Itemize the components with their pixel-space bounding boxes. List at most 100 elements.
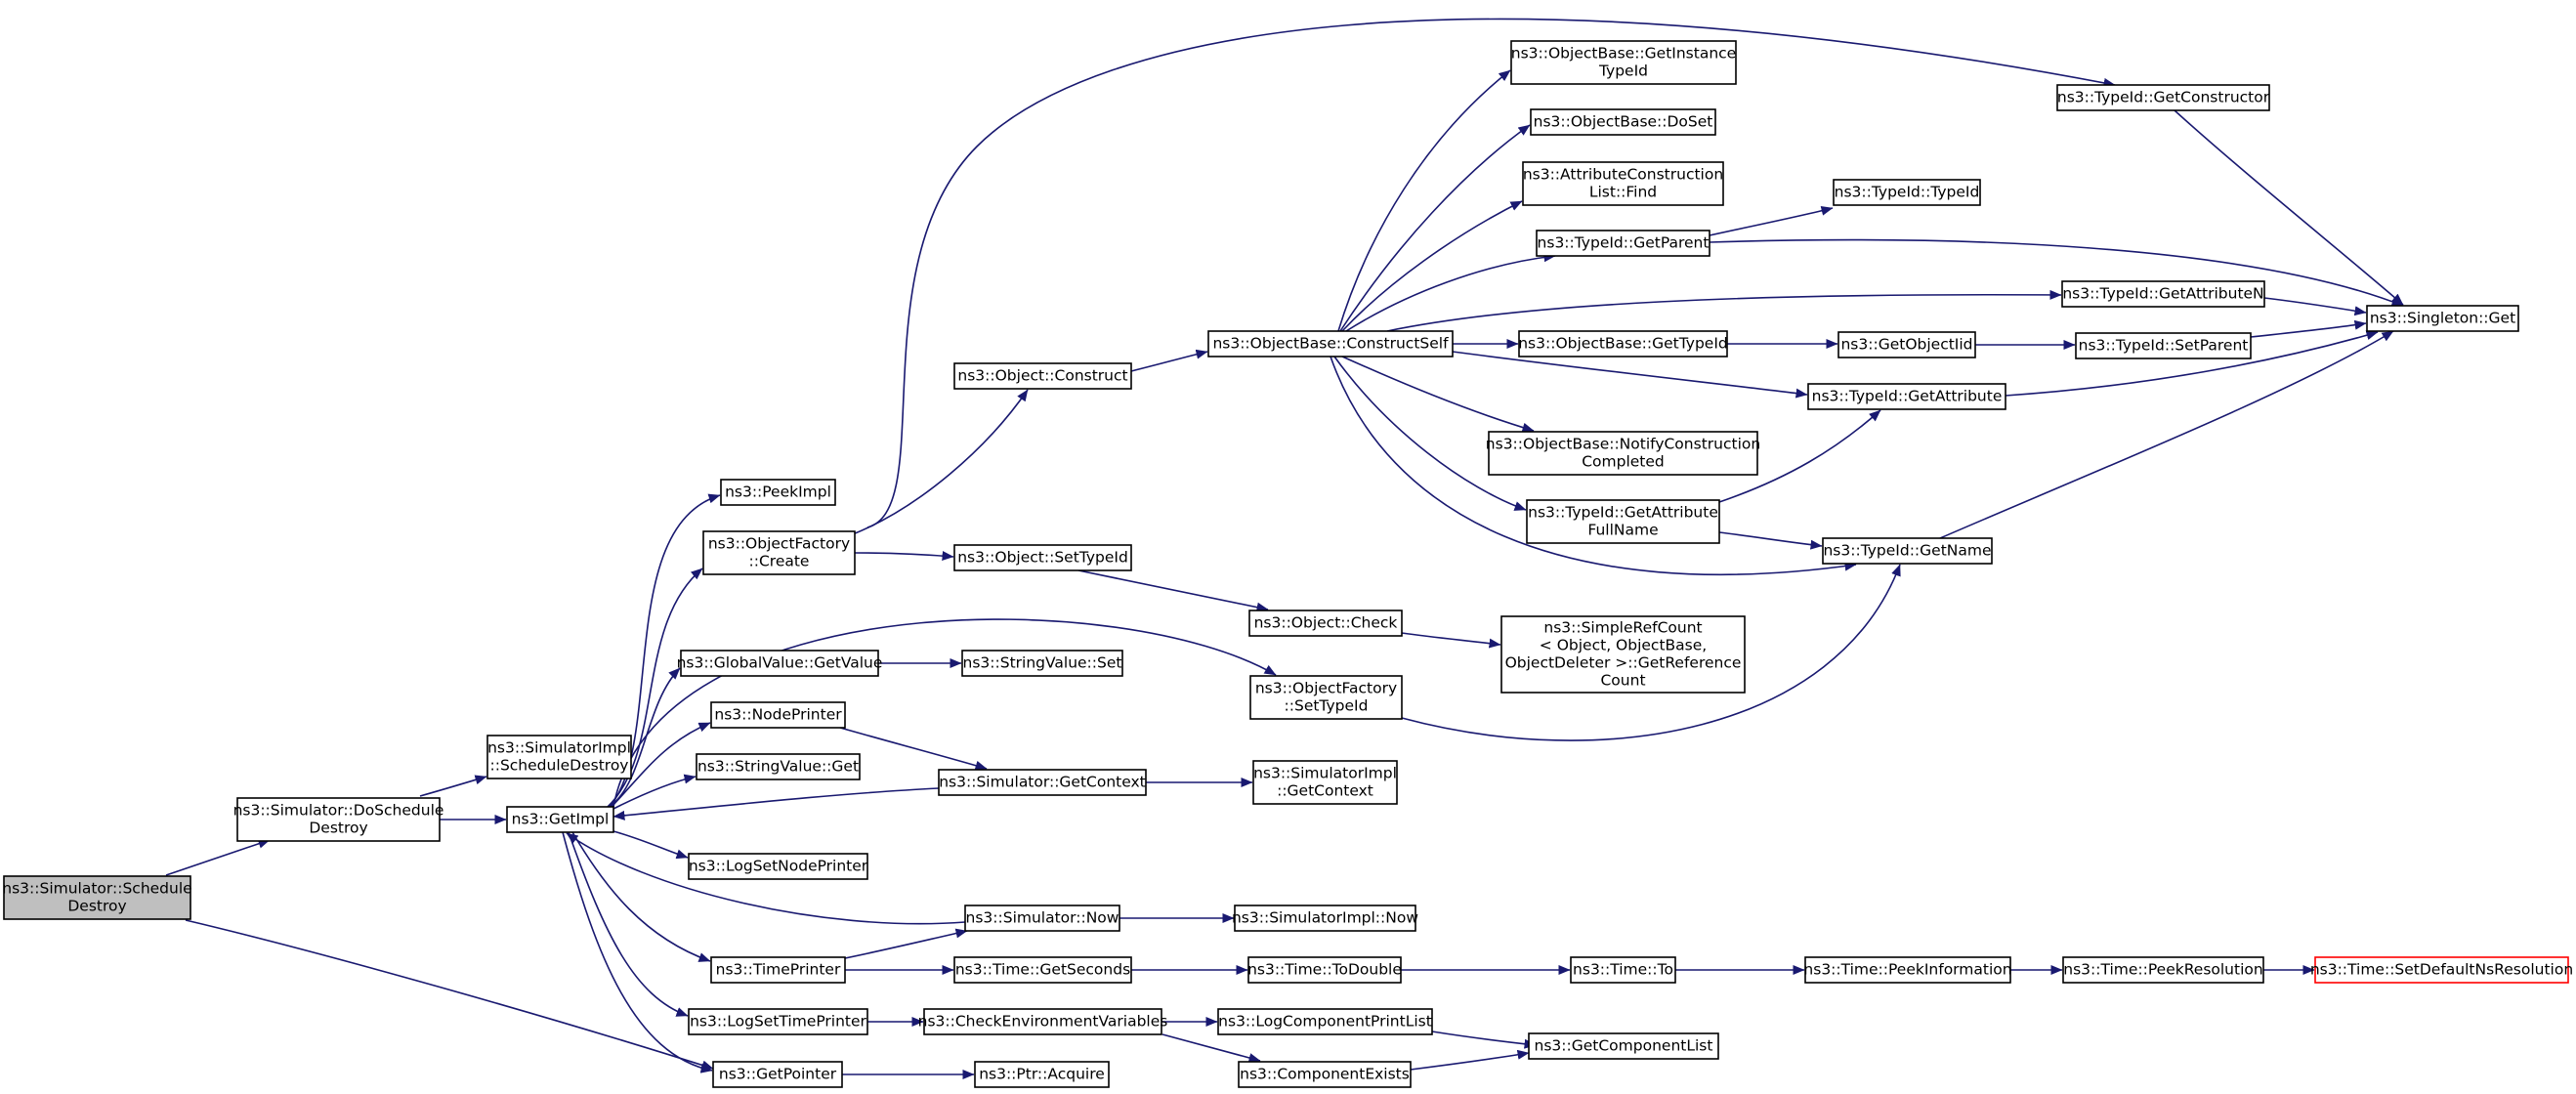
node-singleton-get[interactable]: ns3::Singleton::Get xyxy=(2366,305,2519,332)
node-box xyxy=(1522,161,1724,206)
node-label: ns3::ObjectFactory xyxy=(1255,680,1397,697)
node-time-to-double[interactable]: ns3::Time::ToDouble xyxy=(1247,956,1402,984)
edge-object-set-type-id-to-object-check xyxy=(1077,569,1269,612)
edge-factory-set-type-id-to-type-id-get-name xyxy=(1401,564,1901,741)
node-log-set-time-printer[interactable]: ns3::LogSetTimePrinter xyxy=(688,1008,868,1035)
node-label: ns3::Time::To xyxy=(1573,961,1673,979)
node-box xyxy=(1217,1008,1433,1035)
node-schedule-destroy[interactable]: ns3::Simulator::ScheduleDestroy xyxy=(2,875,192,920)
node-label: ns3::Time::GetSeconds xyxy=(955,961,1130,979)
node-box xyxy=(2061,280,2265,308)
node-log-set-node-printer[interactable]: ns3::LogSetNodePrinter xyxy=(688,853,868,880)
node-time-printer[interactable]: ns3::TimePrinter xyxy=(710,956,846,984)
node-type-id-set-parent[interactable]: ns3::TypeId::SetParent xyxy=(2075,332,2252,359)
node-label: TypeId xyxy=(1598,63,1648,80)
edge-get-impl-to-global-value-get-value xyxy=(609,667,681,808)
node-box xyxy=(2366,305,2519,332)
node-simulator-get-context[interactable]: ns3::Simulator::GetContext xyxy=(938,769,1147,796)
node-object-factory-create[interactable]: ns3::ObjectFactory::Create xyxy=(702,530,856,575)
edge-log-component-print-list-to-get-component-list xyxy=(1431,1031,1537,1049)
node-object-check[interactable]: ns3::Object::Check xyxy=(1248,610,1403,637)
node-time-set-default-ns-resolution[interactable]: ns3::Time::SetDefaultNsResolution xyxy=(2310,956,2573,984)
edge-get-impl-to-time-printer xyxy=(571,831,711,962)
node-log-component-print-list[interactable]: ns3::LogComponentPrintList xyxy=(1217,1008,1433,1035)
node-label: ns3::Simulator::DoSchedule xyxy=(233,802,444,820)
node-box xyxy=(702,530,856,575)
node-type-id-type-id[interactable]: ns3::TypeId::TypeId xyxy=(1833,179,1981,206)
node-time-peek-resolution[interactable]: ns3::Time::PeekResolution xyxy=(2062,956,2264,984)
node-label: ns3::Simulator::Schedule xyxy=(2,880,191,898)
node-node-printer[interactable]: ns3::NodePrinter xyxy=(710,701,846,729)
node-get-component-list[interactable]: ns3::GetComponentList xyxy=(1528,1032,1719,1060)
node-type-id-get-name[interactable]: ns3::TypeId::GetName xyxy=(1822,537,1993,565)
edge-get-impl-to-get-pointer xyxy=(562,831,713,1073)
node-impl-get-context[interactable]: ns3::SimulatorImpl::GetContext xyxy=(1252,760,1398,805)
node-label: ns3::GlobalValue::GetValue xyxy=(677,654,883,672)
node-type-id-get-constructor[interactable]: ns3::TypeId::GetConstructor xyxy=(2056,84,2270,111)
edge-construct-self-to-get-instance-type-id xyxy=(1337,69,1511,332)
node-type-id-get-attribute-n[interactable]: ns3::TypeId::GetAttributeN xyxy=(2061,280,2265,308)
node-object-set-type-id[interactable]: ns3::Object::SetTypeId xyxy=(953,544,1132,571)
edge-object-construct-to-construct-self xyxy=(1130,349,1208,372)
node-time-peek-information[interactable]: ns3::Time::PeekInformation xyxy=(1803,956,2012,984)
node-simulator-now[interactable]: ns3::Simulator::Now xyxy=(964,905,1120,932)
node-get-impl[interactable]: ns3::GetImpl xyxy=(506,806,614,833)
node-notify-construction-completed[interactable]: ns3::ObjectBase::NotifyConstructionCompl… xyxy=(1486,431,1760,476)
edge-type-id-get-name-to-singleton-get xyxy=(1939,330,2394,539)
node-label: ns3::Object::Construct xyxy=(957,367,1127,385)
node-box xyxy=(1252,760,1398,805)
node-label: ns3::StringValue::Set xyxy=(963,654,1122,672)
node-box xyxy=(1247,956,1402,984)
edge-get-impl-to-log-set-node-printer xyxy=(612,830,689,860)
node-label: ns3::TimePrinter xyxy=(716,961,841,979)
node-box xyxy=(1822,537,1993,565)
node-box xyxy=(938,769,1147,796)
node-type-id-get-attribute[interactable]: ns3::TypeId::GetAttribute xyxy=(1807,383,2006,410)
node-impl-now[interactable]: ns3::SimulatorImpl::Now xyxy=(1232,905,1418,932)
edge-get-attribute-full-name-to-type-id-get-name xyxy=(1718,531,1823,550)
node-type-id-get-parent[interactable]: ns3::TypeId::GetParent xyxy=(1536,230,1710,257)
node-check-env-vars[interactable]: ns3::CheckEnvironmentVariables xyxy=(918,1008,1168,1035)
node-get-pointer[interactable]: ns3::GetPointer xyxy=(712,1061,843,1088)
edge-type-id-get-parent-to-type-id-type-id xyxy=(1709,205,1834,236)
node-impl-schedule-destroy[interactable]: ns3::SimulatorImpl::ScheduleDestroy xyxy=(486,735,632,779)
node-label: ns3::SimulatorImpl xyxy=(487,739,631,757)
node-label: ns3::Singleton::Get xyxy=(2370,310,2515,327)
node-component-exists[interactable]: ns3::ComponentExists xyxy=(1238,1061,1412,1088)
node-get-object-iid[interactable]: ns3::GetObjectIid xyxy=(1837,331,1976,358)
node-simple-ref-count[interactable]: ns3::SimpleRefCount< Object, ObjectBase,… xyxy=(1500,615,1746,694)
edge-construct-self-to-type-id-get-name xyxy=(1330,356,1857,575)
node-box xyxy=(1833,179,1981,206)
node-global-value-get-value[interactable]: ns3::GlobalValue::GetValue xyxy=(677,650,883,677)
node-time-get-seconds[interactable]: ns3::Time::GetSeconds xyxy=(953,956,1132,984)
edge-get-impl-to-object-factory-create xyxy=(607,568,703,808)
edge-get-impl-to-log-set-time-printer xyxy=(568,831,689,1017)
node-time-to[interactable]: ns3::Time::To xyxy=(1570,956,1676,984)
node-label: ns3::LogSetNodePrinter xyxy=(689,858,868,875)
node-label: < Object, ObjectBase, xyxy=(1540,637,1707,654)
node-string-value-get[interactable]: ns3::StringValue::Get xyxy=(696,753,861,780)
node-peek-impl[interactable]: ns3::PeekImpl xyxy=(720,479,836,506)
edge-object-factory-create-to-type-id-get-constructor xyxy=(866,18,2116,528)
node-label: ns3::Time::ToDouble xyxy=(1247,961,1402,979)
edge-simulator-get-context-to-get-impl xyxy=(612,787,940,820)
node-box xyxy=(1526,499,1720,544)
node-construct-self[interactable]: ns3::ObjectBase::ConstructSelf xyxy=(1207,330,1454,358)
node-do-set[interactable]: ns3::ObjectBase::DoSet xyxy=(1530,108,1716,136)
edge-node-printer-to-simulator-get-context xyxy=(839,727,988,771)
node-factory-set-type-id[interactable]: ns3::ObjectFactory::SetTypeId xyxy=(1249,675,1403,720)
node-box xyxy=(961,650,1123,677)
edge-construct-self-to-attr-construction-find xyxy=(1341,200,1523,332)
node-object-construct[interactable]: ns3::Object::Construct xyxy=(953,362,1132,390)
function-nodes: ns3::Simulator::ScheduleDestroyns3::Simu… xyxy=(2,40,2573,1088)
node-label: ns3::Ptr::Acquire xyxy=(979,1066,1105,1083)
node-string-value-set[interactable]: ns3::StringValue::Set xyxy=(961,650,1123,677)
node-ptr-acquire[interactable]: ns3::Ptr::Acquire xyxy=(974,1061,1110,1088)
node-label: ns3::SimulatorImpl::Now xyxy=(1232,909,1418,927)
node-object-base-get-type-id[interactable]: ns3::ObjectBase::GetTypeId xyxy=(1518,330,1728,358)
